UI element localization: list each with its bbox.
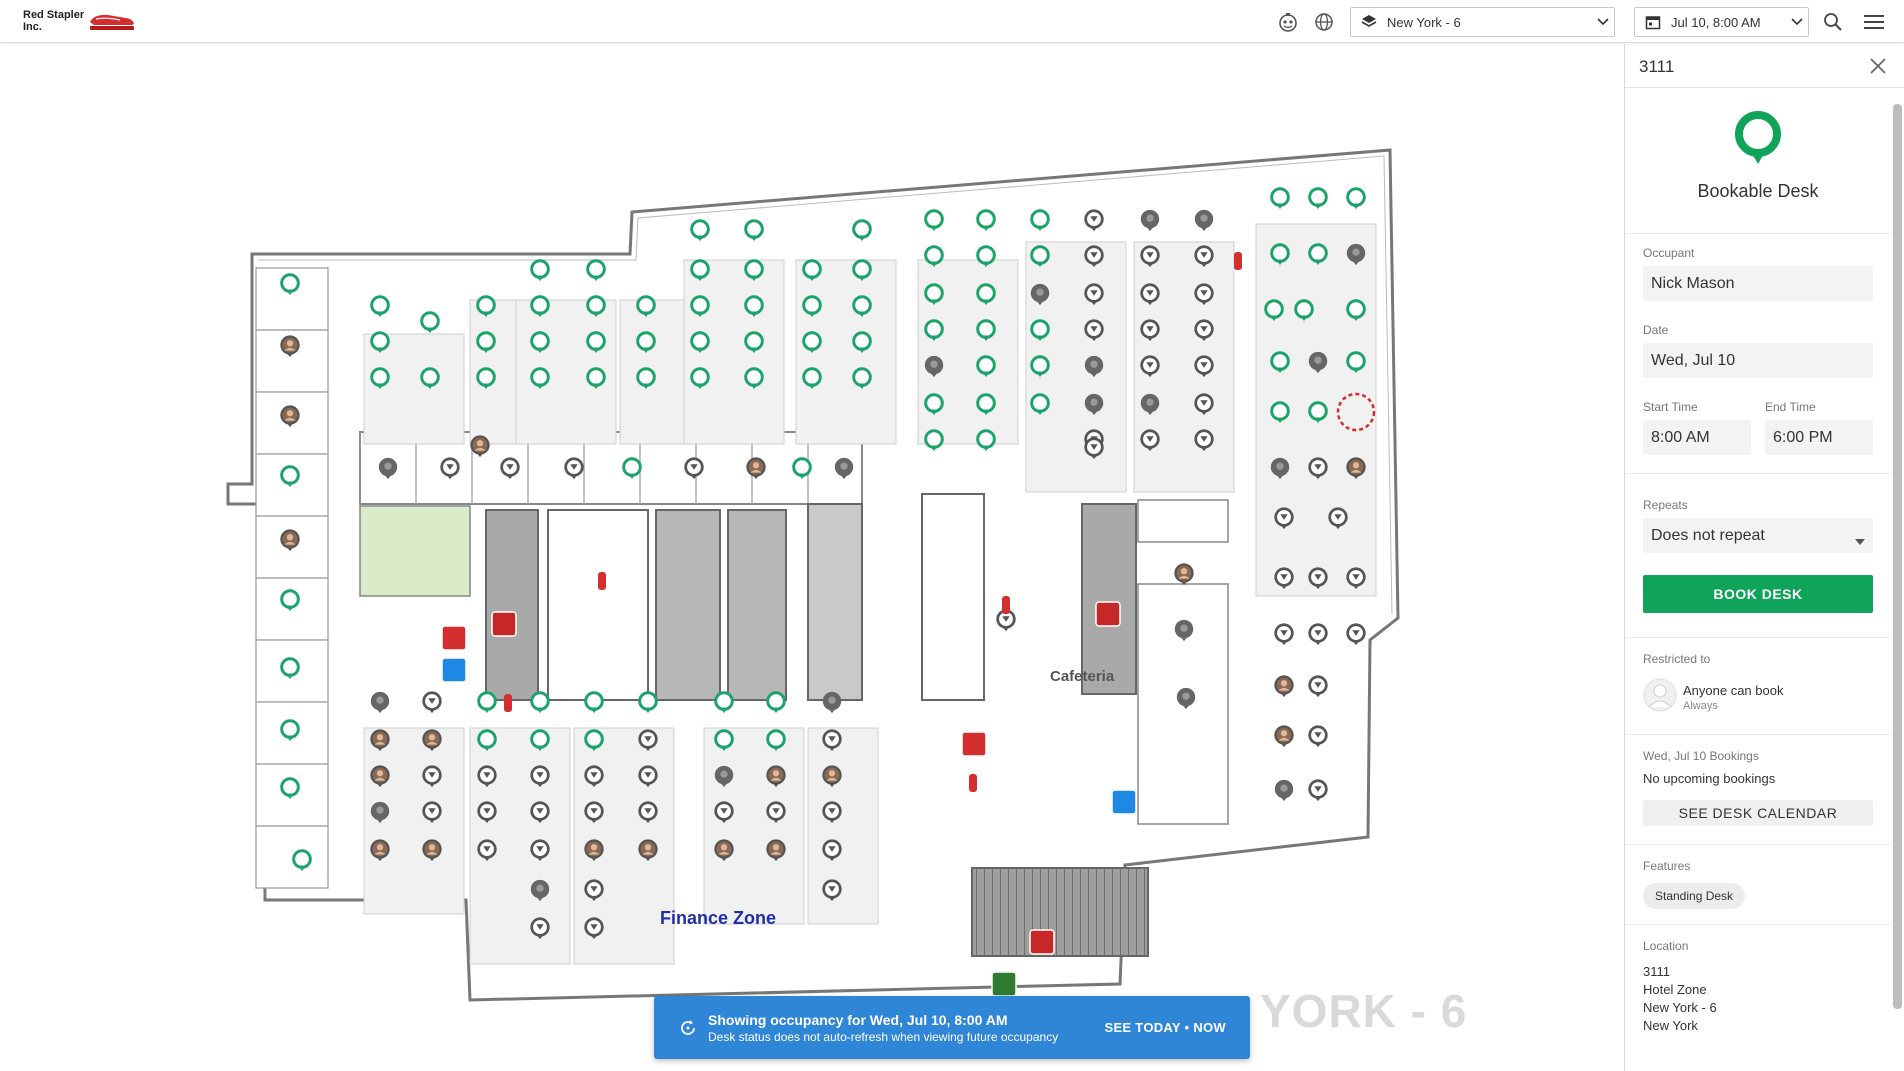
date-select[interactable]: Jul 10, 8:00 AM	[1634, 7, 1809, 37]
desk-cluster	[363, 333, 465, 445]
toast-title: Showing occupancy for Wed, Jul 10, 8:00 …	[708, 1011, 1008, 1028]
desk-cluster	[683, 259, 785, 445]
refresh-icon	[668, 1018, 708, 1038]
end-time-label: End Time	[1765, 400, 1816, 414]
first-aid-icon	[441, 625, 467, 651]
building-inner-wall	[258, 155, 1393, 615]
elevator-bank	[807, 503, 863, 701]
restricted-sub: Always	[1683, 700, 1718, 712]
perimeter-office	[255, 329, 329, 393]
fire-extinguisher-icon	[1002, 596, 1010, 614]
occupant-field[interactable]: Nick Mason	[1643, 266, 1873, 301]
feature-chip-standing-desk: Standing Desk	[1643, 883, 1746, 909]
restroom	[655, 509, 721, 701]
location-line: Hotel Zone	[1643, 982, 1707, 997]
see-today-link[interactable]: SEE TODAY • NOW	[1104, 1020, 1226, 1035]
top-bar: Red Stapler Inc. New York - 6 Jul 10, 8:…	[0, 0, 1904, 43]
toast-subtitle: Desk status does not auto-refresh when v…	[708, 1029, 1059, 1044]
calendar-icon	[1645, 14, 1661, 30]
emergency-exit-icon	[491, 611, 517, 637]
pool-icon	[1111, 789, 1137, 815]
selected-desk-highlight	[1336, 392, 1376, 432]
perimeter-office	[255, 453, 329, 517]
conference-room	[359, 505, 471, 597]
bookable-desk-icon	[1625, 110, 1891, 173]
fire-extinguisher-icon	[969, 774, 977, 792]
date-label: Date	[1643, 323, 1669, 337]
stairwell	[485, 509, 539, 701]
book-desk-button[interactable]: BOOK DESK	[1643, 575, 1873, 613]
restricted-value: Anyone can book	[1683, 683, 1784, 698]
elevator-bank	[921, 493, 985, 701]
emergency-exit-icon	[1029, 929, 1055, 955]
globe-icon[interactable]	[1312, 10, 1336, 34]
repeats-select-value: Does not repeat	[1651, 526, 1765, 544]
features-label: Features	[1643, 859, 1691, 873]
repeats-label: Repeats	[1643, 498, 1688, 512]
menu-icon[interactable]	[1862, 10, 1886, 34]
desk-cluster	[703, 727, 805, 925]
floor-select-value: New York - 6	[1387, 14, 1461, 30]
fire-extinguisher-icon	[1234, 252, 1242, 270]
see-desk-calendar-button[interactable]: SEE DESK CALENDAR	[1643, 800, 1873, 826]
desk-cluster	[807, 727, 879, 925]
floor-plan-canvas[interactable]	[0, 44, 1624, 1071]
search-icon[interactable]	[1821, 10, 1845, 34]
desk-detail-panel: 3111 Bookable Desk Occupant Nick Mason D…	[1624, 44, 1904, 1071]
pool-icon	[441, 657, 467, 683]
floor-select[interactable]: New York - 6	[1350, 7, 1615, 37]
location-line: New York	[1643, 1018, 1698, 1033]
chevron-down-icon	[1786, 18, 1808, 26]
restroom	[727, 509, 787, 701]
location-line: New York - 6	[1643, 1000, 1717, 1015]
end-time-field[interactable]: 6:00 PM	[1765, 420, 1873, 455]
stairwell	[1081, 503, 1137, 695]
start-time-field[interactable]: 8:00 AM	[1643, 420, 1751, 455]
company-name-line2: Inc.	[23, 21, 42, 33]
anyone-avatar-icon	[1643, 678, 1677, 717]
finance-zone-label: Finance Zone	[660, 908, 777, 928]
fire-extinguisher-icon	[598, 572, 606, 590]
layers-icon	[1361, 14, 1377, 30]
fire-extinguisher-icon	[504, 694, 512, 712]
date-select-value: Jul 10, 8:00 AM	[1671, 14, 1761, 30]
floor-map[interactable]: YORK - 6 Finance Zone Cafeteria	[0, 44, 1624, 1071]
perimeter-office	[255, 825, 329, 889]
perimeter-office	[255, 577, 329, 641]
company-name-line1: Red Stapler	[23, 9, 85, 21]
repeats-select[interactable]: Does not repeat	[1643, 518, 1873, 553]
panel-title: 3111	[1639, 57, 1675, 76]
emergency-exit-icon	[1095, 601, 1121, 627]
chevron-down-icon	[1592, 18, 1614, 26]
first-aid-icon	[961, 731, 987, 757]
copy-room	[547, 509, 649, 701]
occupancy-toast: Showing occupancy for Wed, Jul 10, 8:00 …	[654, 996, 1250, 1059]
occupant-label: Occupant	[1643, 246, 1695, 260]
date-field[interactable]: Wed, Jul 10	[1643, 343, 1873, 378]
exit-stairs	[971, 867, 1149, 957]
location-label: Location	[1643, 939, 1689, 953]
desk-type-label: Bookable Desk	[1697, 181, 1819, 201]
start-time-label: Start Time	[1643, 400, 1698, 414]
perimeter-office	[255, 701, 329, 765]
stapler-logo-icon[interactable]	[86, 10, 138, 39]
assembly-point-icon	[991, 971, 1017, 997]
company-name[interactable]: Red Stapler Inc.	[23, 9, 93, 33]
restricted-label: Restricted to	[1643, 652, 1711, 666]
bookings-value: No upcoming bookings	[1643, 771, 1776, 786]
cafeteria-label: Cafeteria	[1050, 668, 1115, 685]
desk-cluster	[795, 259, 897, 445]
robot-icon[interactable]	[1276, 10, 1300, 34]
close-icon[interactable]	[1868, 56, 1888, 76]
small-room	[1137, 499, 1229, 543]
location-line: 3111	[1643, 964, 1670, 979]
bookings-label: Wed, Jul 10 Bookings	[1643, 749, 1759, 763]
caret-down-icon	[1855, 532, 1865, 550]
floor-watermark: YORK - 6	[1260, 985, 1468, 1037]
panel-scrollbar[interactable]	[1893, 104, 1902, 1009]
